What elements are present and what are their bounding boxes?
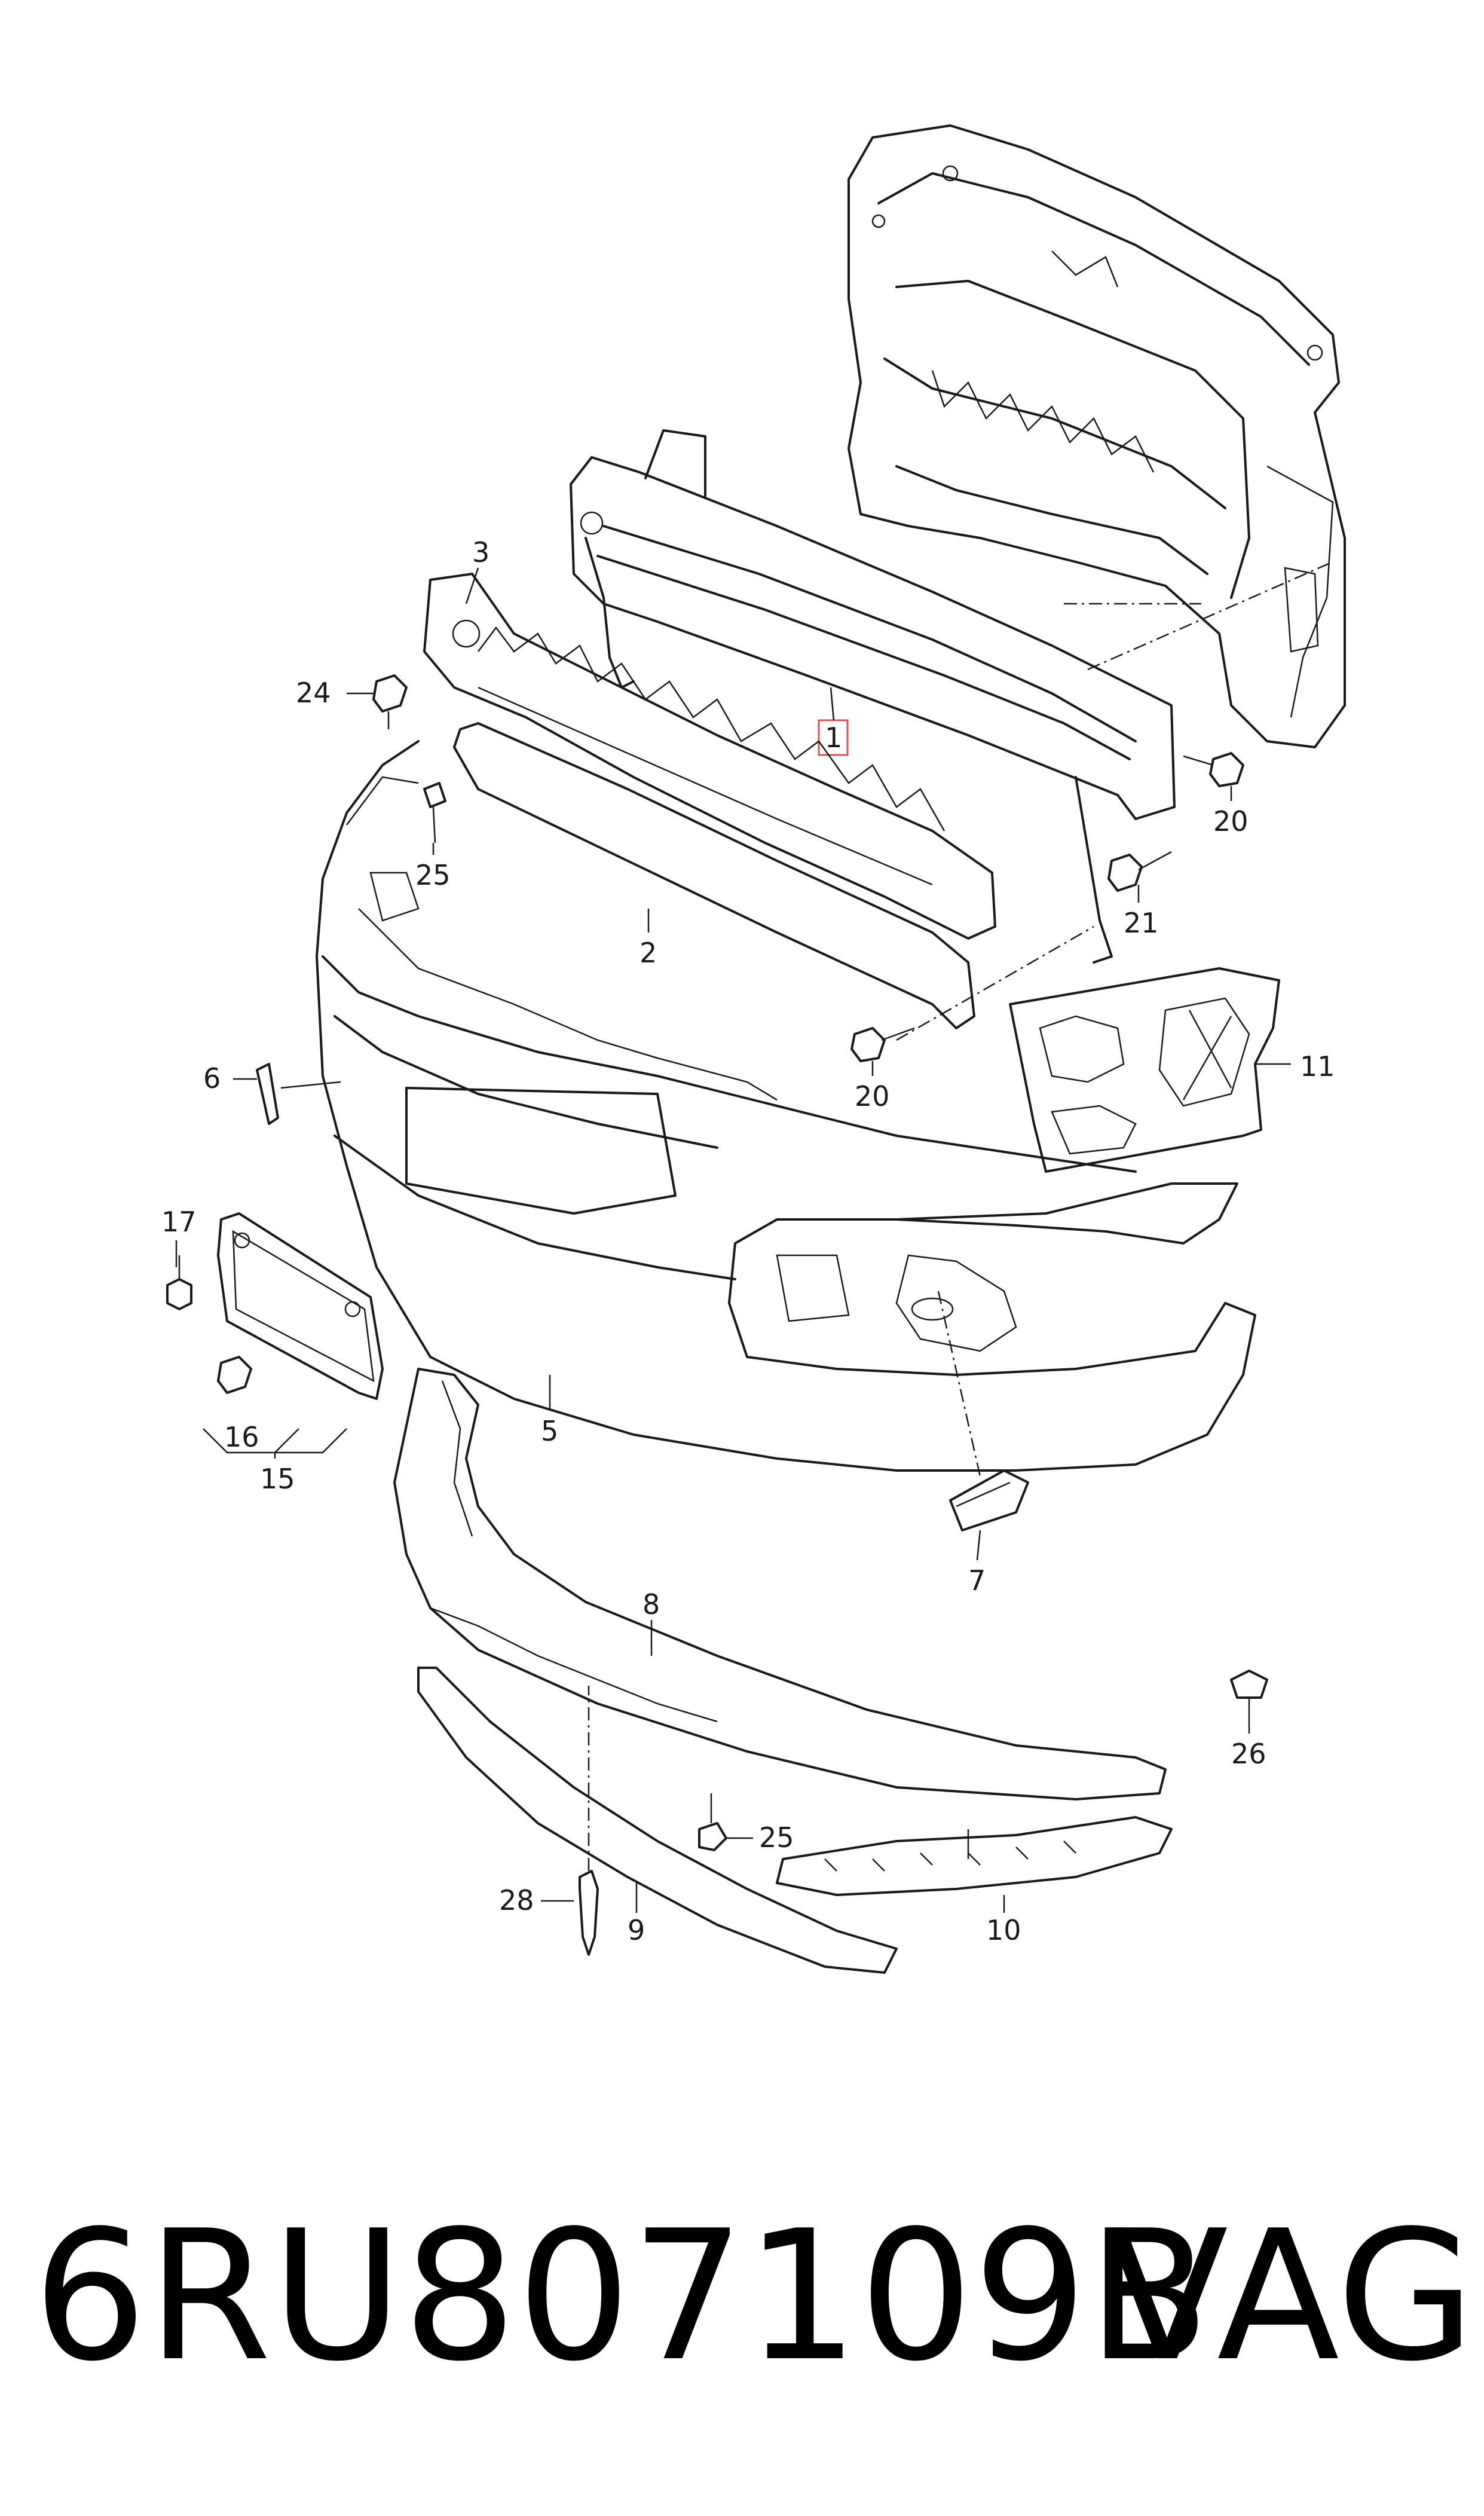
rivet-28 [579,1870,599,1956]
screw-24 [372,674,408,729]
alignment-line [1087,561,1333,671]
front-carrier-frame [847,124,1346,748]
callout-25-upper: 25 [415,859,451,891]
callout-10: 10 [986,1914,1021,1946]
side-trim-strip [776,1816,1173,1896]
screw-25-upper [423,782,446,843]
callout-3: 3 [472,536,489,568]
callout-11: 11 [1300,1050,1335,1083]
callout-8: 8 [642,1588,660,1621]
callout-5: 5 [541,1415,558,1447]
bumper-lower-strip [453,722,975,1029]
callout-20-upper: 20 [1213,805,1249,837]
bracket-15 [203,1428,347,1454]
energy-absorber [423,573,996,940]
bolt-21 [1107,851,1172,892]
callout-9: 9 [628,1914,645,1946]
callout-7: 7 [968,1564,986,1597]
callout-28: 28 [499,1884,534,1916]
callout-25-lower: 25 [759,1821,794,1854]
screw-25-lower [698,1793,727,1851]
callout-17: 17 [161,1206,197,1238]
callout-26: 26 [1231,1738,1266,1770]
brand-text: VAG [1106,2192,1475,2401]
callout-6: 6 [203,1062,221,1095]
callout-labels: 1 2 3 5 6 7 8 9 10 11 15 16 17 20 20 21 … [161,536,1335,1946]
lower-spoiler [393,1368,1167,1800]
screw-17 [166,1255,192,1310]
callout-16: 16 [224,1421,259,1453]
bolt-20-upper [1183,752,1244,787]
bumper-side-bracket [1009,967,1280,1173]
lower-trim-strip [417,1667,898,1974]
callout-1: 1 [825,722,842,754]
callout-21: 21 [1124,907,1159,939]
callout-15: 15 [260,1463,295,1495]
screw-16 [217,1356,252,1394]
bolt-20-lower [850,1027,915,1062]
callout-20-lower: 20 [855,1080,890,1112]
clip-26 [1230,1670,1268,1716]
bumper-reinforcement-beam [570,429,1176,964]
callout-2: 2 [640,937,657,969]
headlamp-washer-cap [949,1469,1029,1531]
callout-24: 24 [296,677,331,709]
license-plate-holder [217,1212,384,1400]
clip-6 [256,1063,279,1125]
part-number-text: 6RU807109B [33,2192,1210,2401]
bumper-cover [316,740,1256,1472]
